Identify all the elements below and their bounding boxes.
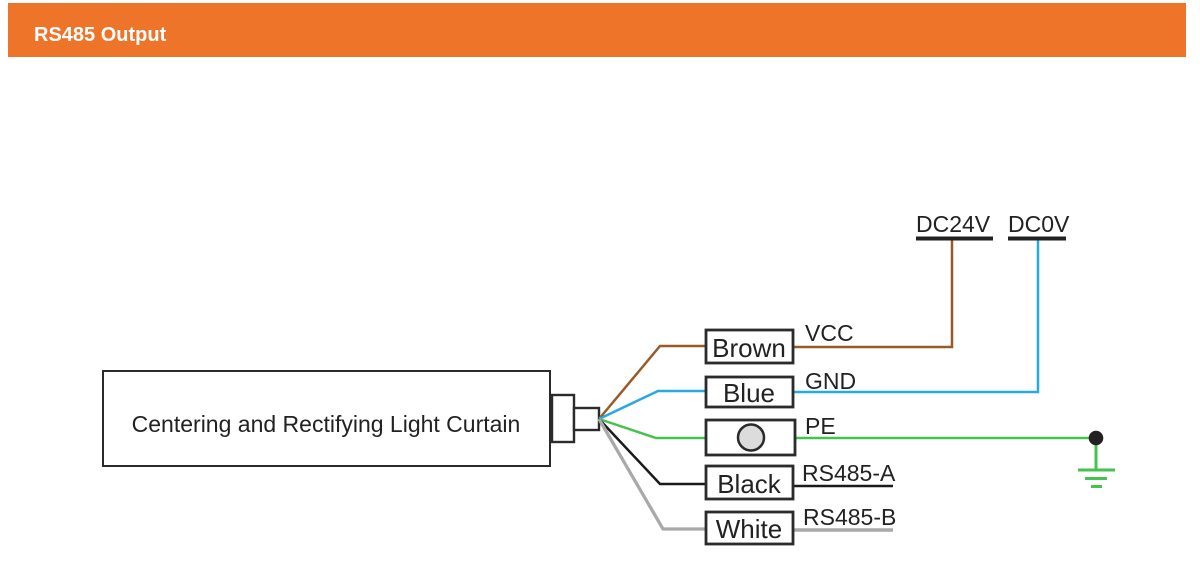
signal-label-rs485-b: RS485-B — [803, 504, 896, 530]
device-box — [102, 370, 551, 467]
wire-brown-to-dc24v — [793, 240, 954, 349]
signal-label-pe: PE — [805, 413, 836, 439]
ground-junction-dot — [1088, 430, 1104, 446]
terminal-box-black-label: Black — [717, 469, 782, 499]
terminal-box-blue — [704, 375, 795, 409]
wire-brown-fan — [598, 344, 706, 420]
power-label-dc0v: DC0V — [1008, 211, 1070, 237]
wire-blue-to-dc0v — [793, 240, 1040, 394]
terminal-box-brown-label: Brown — [712, 333, 786, 363]
device-label: Centering and Rectifying Light Curtain — [132, 411, 521, 437]
terminal-box-black — [704, 464, 795, 501]
signal-label-rs485-a: RS485-A — [802, 460, 896, 486]
wire-green-fan — [598, 417, 706, 440]
connector-body — [550, 393, 576, 444]
header-bar — [8, 3, 1186, 57]
terminal-box-white-label: White — [716, 514, 782, 544]
terminal-box-white — [704, 510, 795, 546]
pe-terminal-circle-icon — [736, 423, 766, 452]
terminal-box-brown — [704, 328, 795, 365]
header-title: RS485 Output — [34, 24, 167, 46]
connector-tip — [572, 406, 601, 432]
wire-gray-fan — [597, 418, 706, 531]
signal-label-vcc: VCC — [805, 320, 854, 346]
terminal-box-blue-label: Blue — [723, 378, 775, 408]
wire-black-fan — [598, 418, 706, 486]
power-label-dc24v: DC24V — [916, 211, 991, 237]
earth-ground-icon — [1078, 444, 1115, 488]
signal-label-gnd: GND — [805, 368, 856, 394]
wire-blue-fan — [598, 389, 706, 421]
